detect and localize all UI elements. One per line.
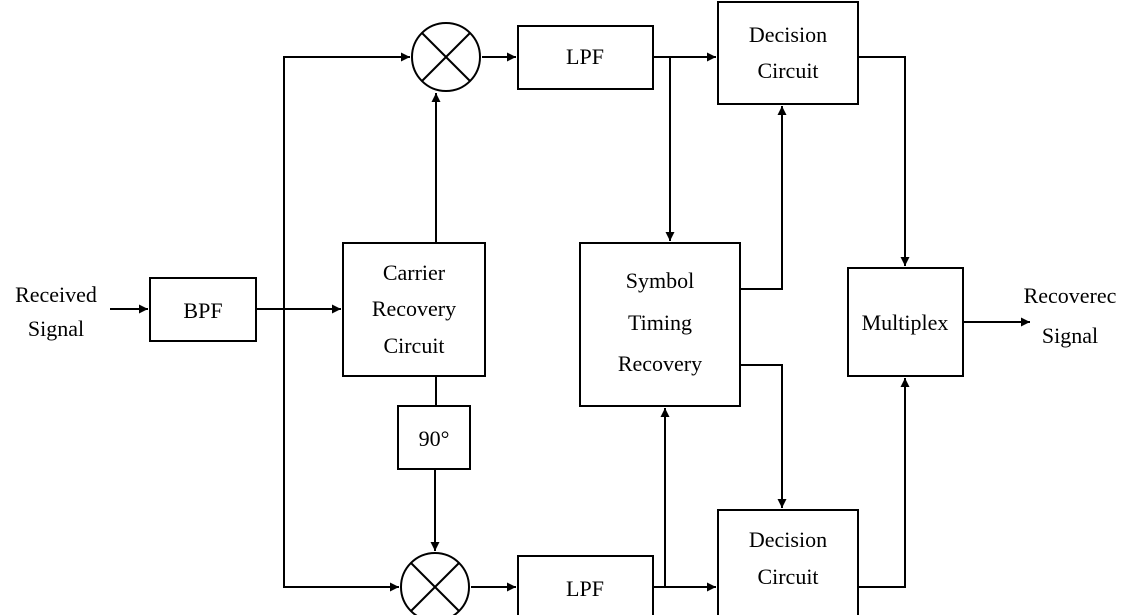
carrier-label-line2: Recovery: [372, 296, 456, 321]
input-label-line2: Signal: [28, 316, 84, 341]
timing-label-line3: Recovery: [618, 351, 702, 376]
multiplex-label: Multiplex: [862, 310, 949, 335]
lpf-bottom-label: LPF: [566, 576, 604, 601]
lpf-bottom-block: [517, 555, 654, 615]
mixer-bottom: [400, 552, 470, 615]
lpf-top-label: LPF: [566, 44, 604, 69]
symbol-timing-block: [579, 242, 741, 407]
carrier-label-line1: Carrier: [383, 260, 446, 285]
phase-shift-label: 90°: [419, 426, 450, 451]
output-label-line1: Recoverec: [1024, 283, 1117, 308]
wire-decision-bottom-to-mux: [858, 378, 910, 588]
decision-bottom-label-line2: Circuit: [757, 564, 818, 589]
multiplex-block: [847, 267, 964, 377]
decision-top-label-line2: Circuit: [757, 58, 818, 83]
wire-timing-to-decision-bottom: [740, 364, 787, 508]
decision-top-block: [717, 1, 859, 105]
bpf-block: [149, 277, 257, 342]
mixer-top: [411, 22, 481, 92]
timing-label-line1: Symbol: [626, 268, 694, 293]
carrier-recovery-block: [342, 242, 486, 377]
wire-bpf-to-mixer-bottom: [283, 309, 399, 592]
wire-bpf-to-mixer-top: [283, 52, 410, 309]
carrier-label-line3: Circuit: [383, 333, 444, 358]
wire-timing-to-decision-top: [740, 106, 787, 290]
wire-decision-top-to-mux: [858, 56, 910, 266]
bpf-label: BPF: [183, 298, 222, 323]
decision-top-label-line1: Decision: [749, 22, 827, 47]
output-label-line2: Signal: [1042, 323, 1098, 348]
decision-bottom-block: [717, 509, 859, 615]
timing-label-line2: Timing: [628, 310, 692, 335]
decision-bottom-label-line1: Decision: [749, 527, 827, 552]
input-label-line1: Received: [15, 282, 97, 307]
